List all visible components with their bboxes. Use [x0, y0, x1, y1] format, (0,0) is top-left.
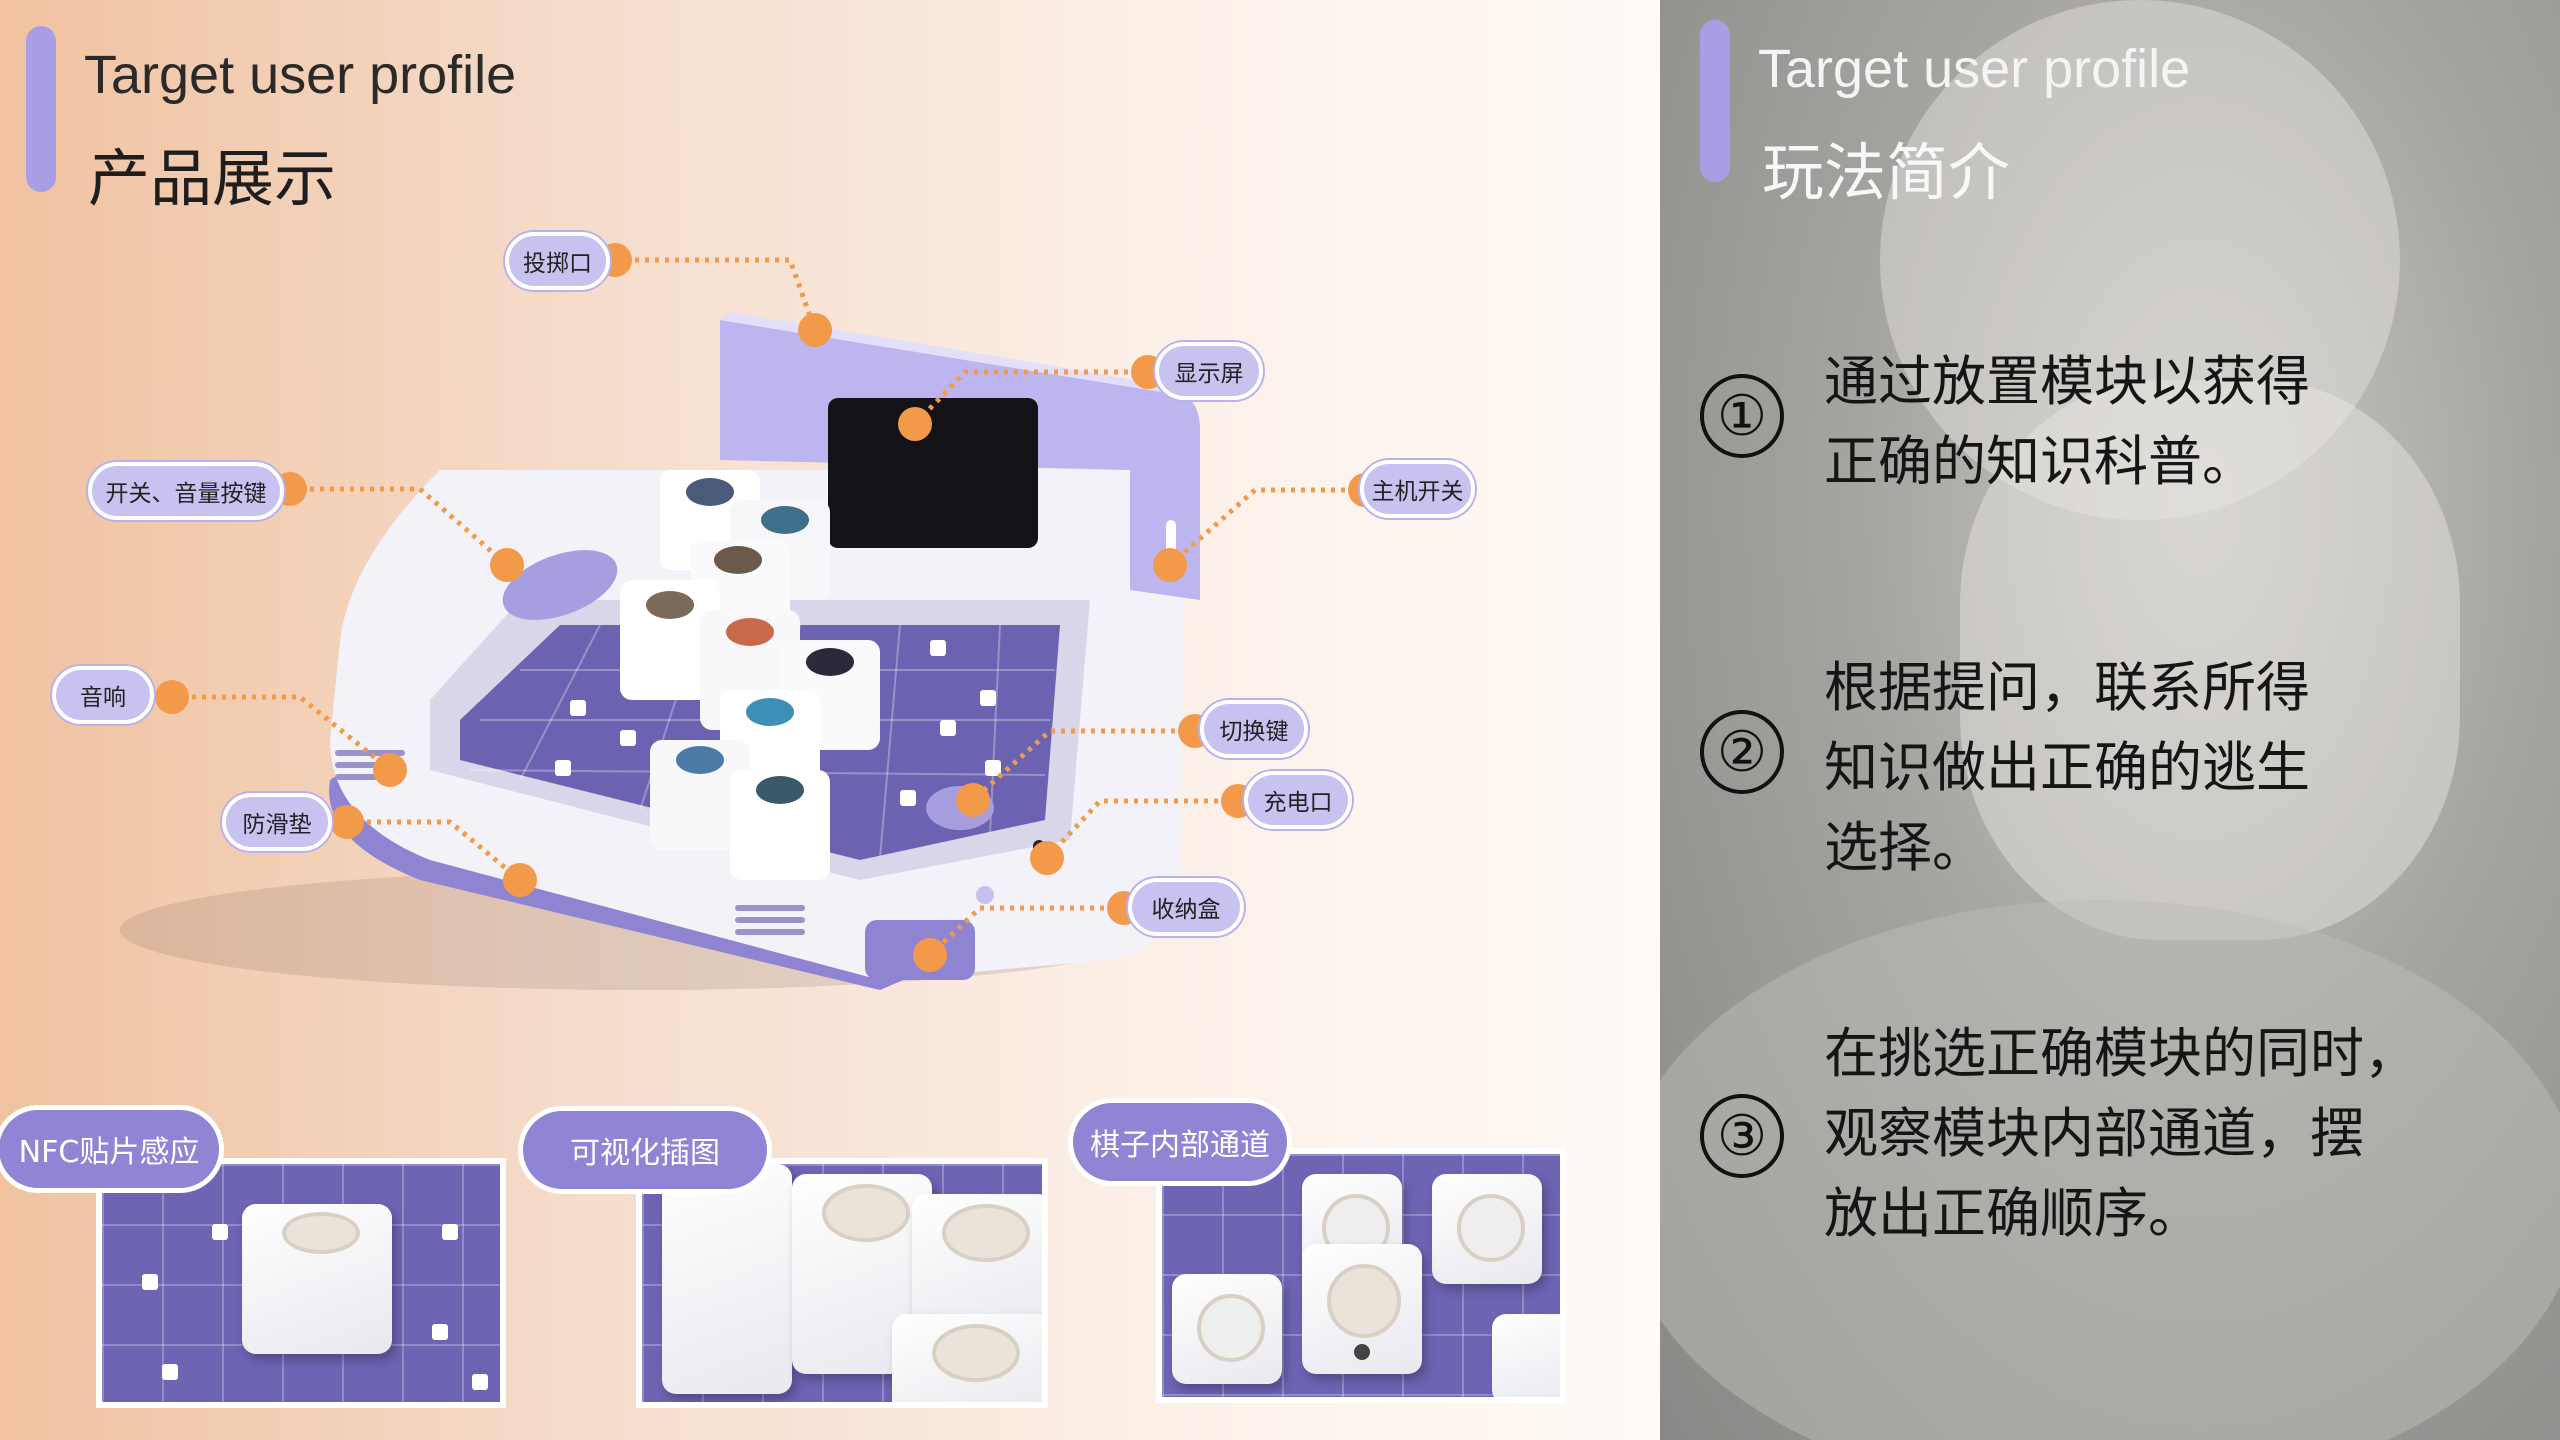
callout-dot — [490, 548, 524, 582]
callout-main-switch: 主机开关 — [1360, 460, 1475, 518]
callout-dot — [956, 783, 990, 817]
cube-stack — [620, 470, 880, 880]
gameplay-panel: Target user profile 玩法简介 ① 通过放置模块以获得 正确的… — [1660, 0, 2560, 1440]
callout-charge-port: 充电口 — [1244, 771, 1352, 829]
photo-label-illustration: 可视化插图 — [518, 1106, 772, 1194]
photo-illustration — [636, 1158, 1048, 1408]
callout-storage-box: 收纳盒 — [1128, 878, 1244, 936]
callout-toggle-key: 切换键 — [1200, 700, 1308, 758]
step-number: ③ — [1700, 1094, 1784, 1178]
heading-chinese: 产品展示 — [88, 142, 337, 215]
step-3-text: 在挑选正确模块的同时， 观察模块内部通道，摆 放出正确顺序。 — [1824, 1022, 2418, 1245]
callout-throw-port: 投掷口 — [505, 232, 610, 290]
product-panel: Target user profile 产品展示 — [0, 0, 1660, 1440]
photo-label-channel: 棋子内部通道 — [1068, 1098, 1292, 1186]
game-console-illustration — [120, 257, 1365, 990]
nfc-cube — [242, 1204, 392, 1354]
step-number: ② — [1700, 710, 1784, 794]
callout-dot — [330, 805, 364, 839]
step-1-text: 通过放置模块以获得 正确的知识科普。 — [1824, 350, 2310, 493]
callout-display: 显示屏 — [1155, 342, 1263, 400]
step-2: ② — [1700, 710, 1784, 794]
callout-dot — [503, 863, 537, 897]
callout-dot — [898, 407, 932, 441]
step-1: ① — [1700, 374, 1784, 458]
heading-accent-bar — [26, 26, 56, 192]
step-3: ③ — [1700, 1094, 1784, 1178]
heading-accent-bar — [1700, 20, 1730, 182]
heading-english: Target user profile — [84, 45, 517, 105]
photo-channel — [1156, 1148, 1566, 1403]
heading-english: Target user profile — [1758, 39, 2191, 99]
callout-speaker: 音响 — [52, 666, 154, 724]
heading-chinese: 玩法简介 — [1762, 136, 2011, 209]
callout-dot — [1030, 841, 1064, 875]
display-screen — [828, 398, 1038, 548]
callout-dot — [798, 313, 832, 347]
callout-power-volume: 开关、音量按键 — [88, 462, 284, 520]
callout-dot — [1153, 548, 1187, 582]
photo-nfc — [96, 1158, 506, 1408]
callout-dot — [155, 680, 189, 714]
callout-anti-slip: 防滑垫 — [222, 793, 332, 851]
power-volume-button — [502, 550, 618, 620]
step-2-text: 根据提问，联系所得 知识做出正确的逃生 选择。 — [1824, 656, 2310, 879]
callout-dot — [373, 753, 407, 787]
photo-label-nfc: NFC贴片感应 — [0, 1105, 224, 1193]
step-number: ① — [1700, 374, 1784, 458]
callout-dot — [913, 938, 947, 972]
